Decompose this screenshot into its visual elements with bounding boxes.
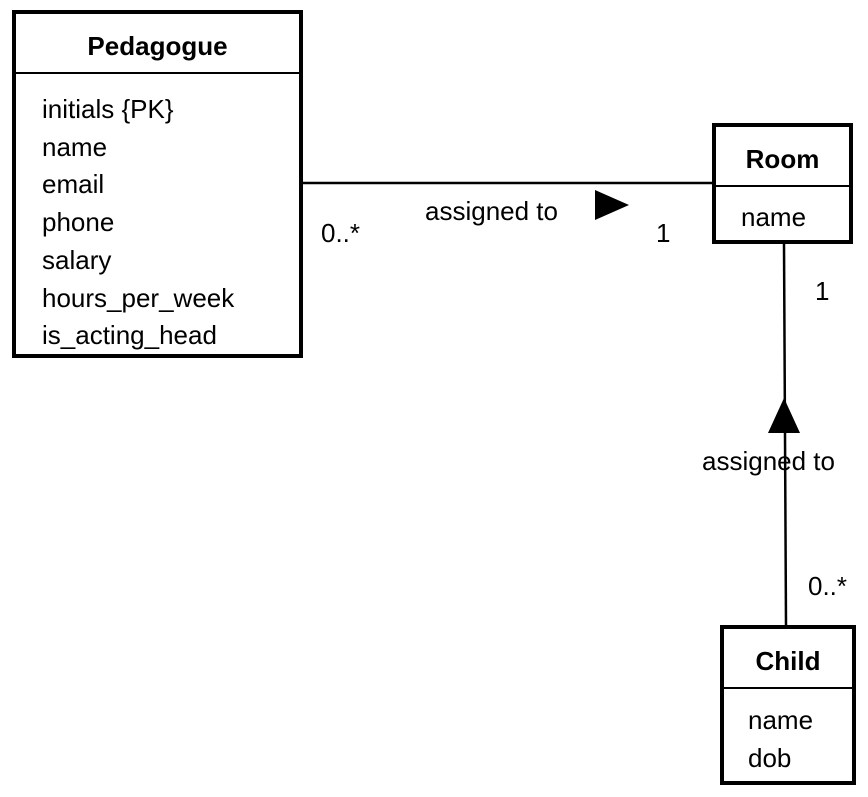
class-room-attributes: name	[716, 187, 849, 237]
up-arrow-icon	[768, 398, 800, 433]
class-pedagogue-attributes: initials {PK} name email phone salary ho…	[16, 74, 299, 355]
class-room[interactable]: Room name	[712, 123, 853, 244]
class-child[interactable]: Child name dob	[720, 625, 856, 785]
room-attribute: name	[741, 202, 807, 232]
pedagogue-attribute: is_acting_head	[42, 320, 217, 351]
right-arrow-icon	[595, 190, 629, 220]
pedagogue-multiplicity: 0..*	[321, 218, 361, 248]
class-child-name: Child	[724, 629, 852, 689]
child-multiplicity: 0..*	[808, 571, 848, 601]
child-room-association-label: assigned to	[702, 446, 835, 476]
child-attribute: dob	[748, 742, 792, 773]
child-room-association-line	[782, 243, 788, 626]
class-pedagogue-name: Pedagogue	[16, 14, 299, 74]
pedagogue-attribute: email	[42, 169, 105, 200]
pedagogue-attribute: hours_per_week	[42, 282, 235, 313]
pedagogue-room-association-label: assigned to	[425, 196, 558, 226]
room-multiplicity-from-pedagogue: 1	[656, 218, 671, 248]
pedagogue-attribute: name	[42, 131, 108, 162]
pedagogue-attribute: initials {PK}	[42, 94, 174, 124]
class-child-attributes: name dob	[724, 689, 852, 777]
pedagogue-attribute: phone	[42, 207, 115, 238]
class-room-name: Room	[716, 127, 849, 187]
room-multiplicity-from-child: 1	[815, 276, 830, 306]
pedagogue-attribute: salary	[42, 244, 112, 275]
class-pedagogue[interactable]: Pedagogue initials {PK} name email phone…	[12, 10, 303, 358]
child-attribute: name	[748, 705, 814, 735]
